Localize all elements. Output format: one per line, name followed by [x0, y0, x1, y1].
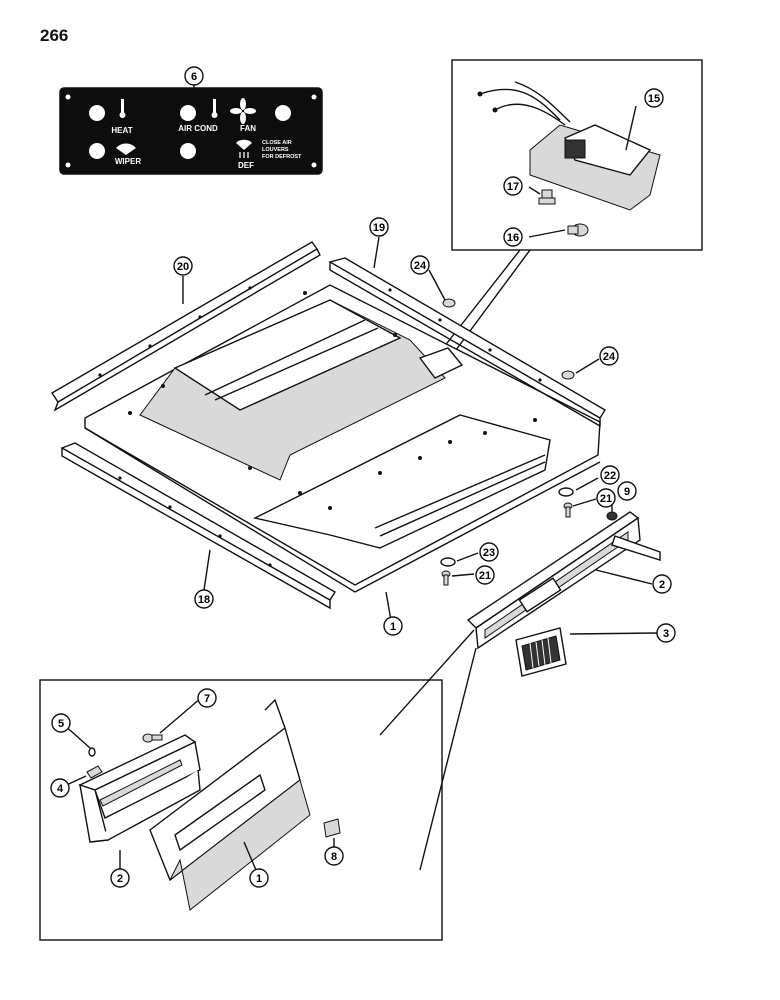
callout-7: 7 [197, 688, 217, 708]
screw-17 [538, 189, 556, 205]
svg-text:3: 3 [663, 628, 669, 640]
wiper-icon [116, 143, 136, 155]
svg-text:21: 21 [479, 570, 491, 582]
nut-24a [442, 298, 456, 308]
heat-label: HEAT [111, 126, 132, 135]
air-cond-label: AIR COND [178, 124, 218, 133]
trim-strip-19 [328, 257, 606, 428]
clip-5 [88, 747, 96, 757]
page-number: 266 [40, 26, 69, 45]
svg-text:8: 8 [331, 851, 337, 863]
fan-icon [230, 98, 256, 124]
svg-text:16: 16 [507, 232, 519, 244]
callout-1a: 1 [383, 616, 403, 636]
dome-light-inset [451, 59, 703, 251]
svg-text:9: 9 [624, 486, 630, 498]
svg-text:2: 2 [117, 873, 123, 885]
control-panel-decal: HEAT AIR COND FAN WIPER DEF CLOSE AIR LO… [59, 87, 323, 175]
defrost-note-line1: CLOSE AIR [262, 140, 292, 146]
screw-7 [142, 733, 163, 743]
svg-text:7: 7 [204, 693, 210, 705]
callout-23: 23 [479, 542, 499, 562]
svg-text:22: 22 [604, 470, 616, 482]
svg-text:6: 6 [191, 71, 197, 83]
callout-5: 5 [51, 713, 71, 733]
callout-18: 18 [194, 589, 214, 609]
defrost-icon [236, 139, 252, 150]
louver-3 [515, 627, 567, 677]
svg-text:21: 21 [600, 493, 612, 505]
callout-15: 15 [644, 88, 664, 108]
callout-24b: 24 [599, 346, 619, 366]
fan-knob-hole [275, 105, 291, 121]
callout-19: 19 [369, 217, 389, 237]
callout-21b: 21 [475, 565, 495, 585]
trim-strip-20 [51, 241, 321, 412]
callout-3: 3 [656, 623, 676, 643]
bezel-detail-inset [39, 679, 443, 941]
nut-24b [561, 370, 575, 380]
defrost-note-line3: FOR DEFROST [262, 154, 302, 160]
svg-text:4: 4 [57, 783, 64, 795]
screw-21a [563, 502, 573, 518]
svg-text:15: 15 [648, 93, 660, 105]
svg-text:24: 24 [414, 260, 427, 272]
screw-21b [441, 570, 451, 586]
svg-text:24: 24 [603, 351, 616, 363]
callout-22: 22 [600, 465, 620, 485]
callout-24a: 24 [410, 255, 430, 275]
wiper-label: WIPER [115, 157, 141, 166]
svg-text:23: 23 [483, 547, 495, 559]
callout-4: 4 [50, 778, 70, 798]
nut-9 [606, 511, 618, 521]
callout-6: 6 [184, 66, 204, 86]
defrost-note-line2: LOUVERS [262, 147, 289, 153]
trim-strip-18 [60, 442, 336, 610]
air-cond-knob-hole [180, 105, 196, 121]
svg-text:18: 18 [198, 594, 210, 606]
roof-panel [84, 284, 601, 593]
washer-23 [440, 557, 456, 567]
washer-22 [558, 487, 574, 497]
callout-16: 16 [503, 227, 523, 247]
def-knob-hole [180, 143, 196, 159]
callout-17: 17 [503, 176, 523, 196]
thermometer-icon [211, 99, 218, 118]
svg-text:5: 5 [58, 718, 64, 730]
callout-21a: 21 [596, 488, 616, 508]
svg-text:1: 1 [256, 873, 262, 885]
def-label: DEF [238, 161, 254, 170]
callout-8: 8 [324, 846, 344, 866]
heat-knob-hole [89, 105, 105, 121]
callout-1b: 1 [249, 868, 269, 888]
callout-2b: 2 [110, 868, 130, 888]
svg-text:17: 17 [507, 181, 519, 193]
clip-8 [323, 818, 341, 838]
svg-text:1: 1 [390, 621, 396, 633]
svg-text:2: 2 [659, 579, 665, 591]
callout-2a: 2 [652, 574, 672, 594]
bulb-16 [567, 223, 589, 237]
svg-text:20: 20 [177, 261, 189, 273]
thermometer-icon [119, 99, 126, 118]
louver-bezel-2 [466, 511, 661, 650]
callout-20: 20 [173, 256, 193, 276]
clip-4 [86, 765, 103, 779]
svg-text:19: 19 [373, 222, 385, 234]
wiper-knob-hole [89, 143, 105, 159]
callout-9: 9 [617, 481, 637, 501]
fan-label: FAN [240, 124, 256, 133]
